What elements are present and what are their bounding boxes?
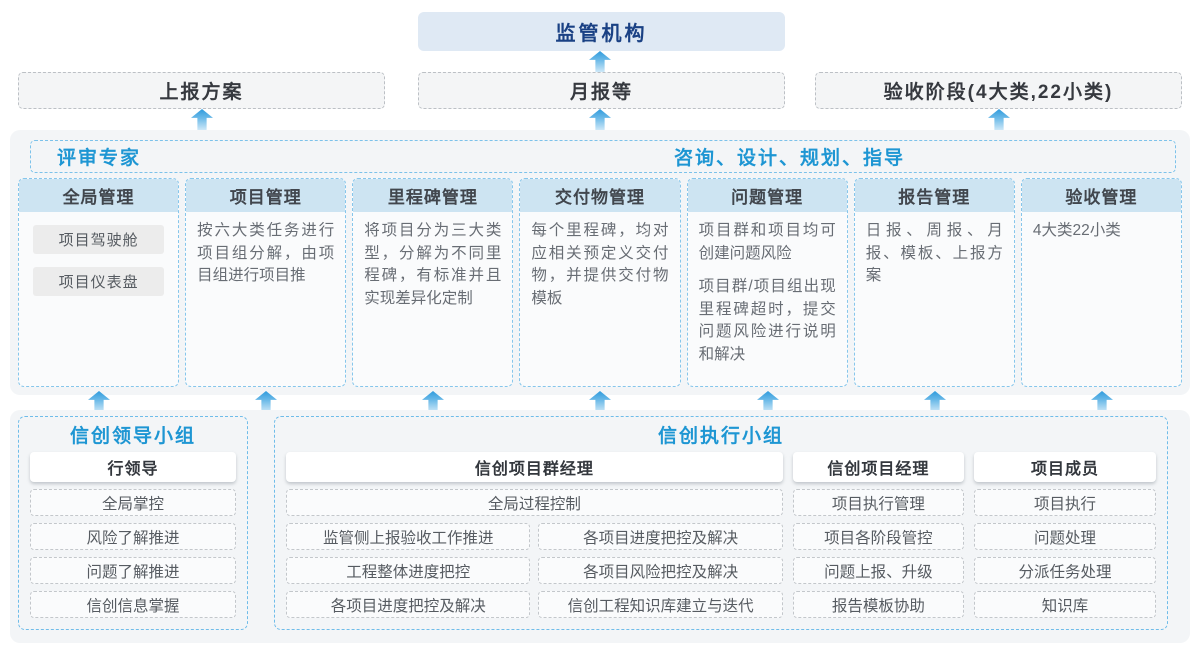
column-project-mgmt: 项目管理 按六大类任务进行项目组分解，由项目组进行项目推: [185, 178, 347, 387]
role-program-manager: 信创项目群经理: [286, 452, 783, 482]
acceptance-stage-label: 验收阶段(4大类,22小类): [883, 82, 1114, 103]
column-body-text: 日报、周报、月报、模板、上报方案: [865, 222, 1003, 284]
list-item: 监管侧上报验收工作推进: [286, 523, 531, 550]
up-arrow-icon: [988, 109, 1010, 130]
list-item: 问题上报、升级: [792, 557, 964, 584]
list-item: 风险了解推进: [30, 523, 236, 550]
column-milestone-mgmt: 里程碑管理 将项目分为三大类型，分解为不同里程碑，有标准并且实现差异化定制: [352, 178, 514, 387]
regulator-label: 监管机构: [555, 23, 648, 45]
column-title: 全局管理: [19, 179, 179, 212]
group-leadership: 信创领导小组 行领导 全局掌控 风险了解推进 问题了解推进 信创信息掌握: [18, 416, 248, 630]
consulting-label: 咨询、设计、规划、指导: [673, 148, 905, 169]
section-project-manager: 信创项目经理 项目执行管理 项目各阶段管控 问题上报、升级 报告模板协助: [792, 452, 964, 618]
box-monthly-report: 月报等: [418, 72, 785, 109]
up-arrow-icon: [191, 109, 213, 130]
report-plan-label: 上报方案: [159, 82, 244, 103]
list-item: 全局掌控: [30, 489, 236, 516]
up-arrow-icon: [589, 51, 611, 72]
role-project-manager: 信创项目经理: [792, 452, 964, 482]
column-global-mgmt: 全局管理 项目驾驶舱 项目仪表盘: [18, 178, 180, 387]
column-body-text: 项目群/项目组出现里程碑超时，提交问题风险进行说明和解决: [698, 278, 836, 363]
column-title: 里程碑管理: [353, 179, 513, 212]
expert-band: 评审专家 咨询、设计、规划、指导: [30, 140, 1176, 173]
list-item: 各项目风险把控及解决: [538, 557, 783, 584]
column-body-text: 每个里程碑，均对应相关预定义交付物，并提供交付物模板: [531, 222, 669, 307]
box-report-plan: 上报方案: [18, 72, 385, 109]
list-item: 各项目进度把控及解决: [286, 591, 531, 618]
list-item: 各项目进度把控及解决: [538, 523, 783, 550]
management-panel: 评审专家 咨询、设计、规划、指导 全局管理 项目驾驶舱 项目仪表盘 项目管理 按…: [10, 130, 1190, 395]
column-title: 验收管理: [1021, 179, 1181, 212]
management-columns: 全局管理 项目驾驶舱 项目仪表盘 项目管理 按六大类任务进行项目组分解，由项目组…: [18, 178, 1182, 387]
group-execution-title: 信创执行小组: [657, 426, 784, 447]
section-project-members: 项目成员 项目执行 问题处理 分派任务处理 知识库: [974, 452, 1156, 618]
group-leadership-title: 信创领导小组: [69, 426, 196, 447]
list-item: 知识库: [974, 591, 1156, 618]
list-item: 信创信息掌握: [30, 591, 236, 618]
regulator-box: 监管机构: [418, 12, 785, 51]
list-item: 项目各阶段管控: [792, 523, 964, 550]
list-item: 工程整体进度把控: [286, 557, 531, 584]
column-body-text: 按六大类任务进行项目组分解，由项目组进行项目推: [197, 222, 335, 284]
list-item: 分派任务处理: [974, 557, 1156, 584]
column-body-text: 项目群和项目均可创建问题风险: [698, 222, 836, 262]
list-item: 项目执行管理: [792, 489, 964, 516]
column-body-text: 4大类22小类: [1032, 222, 1121, 239]
team-panel: 信创领导小组 行领导 全局掌控 风险了解推进 问题了解推进 信创信息掌握 信创执…: [10, 410, 1190, 643]
list-item: 信创工程知识库建立与迭代: [538, 591, 783, 618]
column-title: 项目管理: [186, 179, 346, 212]
review-experts-label: 评审专家: [57, 148, 142, 169]
list-item: 全局过程控制: [286, 489, 783, 516]
group-execution: 信创执行小组 信创项目群经理 全局过程控制 监管侧上报验收工作推进 各项目进度把…: [274, 416, 1168, 630]
column-acceptance-mgmt: 验收管理 4大类22小类: [1020, 178, 1182, 387]
column-body-text: 将项目分为三大类型，分解为不同里程碑，有标准并且实现差异化定制: [364, 222, 502, 307]
column-title: 报告管理: [854, 179, 1014, 212]
list-item: 问题处理: [974, 523, 1156, 550]
column-deliverable-mgmt: 交付物管理 每个里程碑，均对应相关预定义交付物，并提供交付物模板: [519, 178, 681, 387]
up-arrow-icon: [589, 109, 611, 130]
section-program-manager: 信创项目群经理 全局过程控制 监管侧上报验收工作推进 各项目进度把控及解决 工程…: [286, 452, 783, 618]
list-item: 报告模板协助: [792, 591, 964, 618]
box-acceptance-stage: 验收阶段(4大类,22小类): [815, 72, 1182, 109]
pill-project-cockpit: 项目驾驶舱: [33, 225, 164, 254]
role-bank-leaders: 行领导: [30, 452, 236, 482]
list-item: 问题了解推进: [30, 557, 236, 584]
monthly-report-label: 月报等: [569, 82, 633, 103]
column-report-mgmt: 报告管理 日报、周报、月报、模板、上报方案: [853, 178, 1015, 387]
list-item: 项目执行: [974, 489, 1156, 516]
column-title: 交付物管理: [520, 179, 680, 212]
column-issue-mgmt: 问题管理 项目群和项目均可创建问题风险 项目群/项目组出现里程碑超时，提交问题风…: [686, 178, 848, 387]
column-title: 问题管理: [687, 179, 847, 212]
pill-project-dashboard: 项目仪表盘: [33, 267, 164, 296]
role-project-members: 项目成员: [974, 452, 1156, 482]
